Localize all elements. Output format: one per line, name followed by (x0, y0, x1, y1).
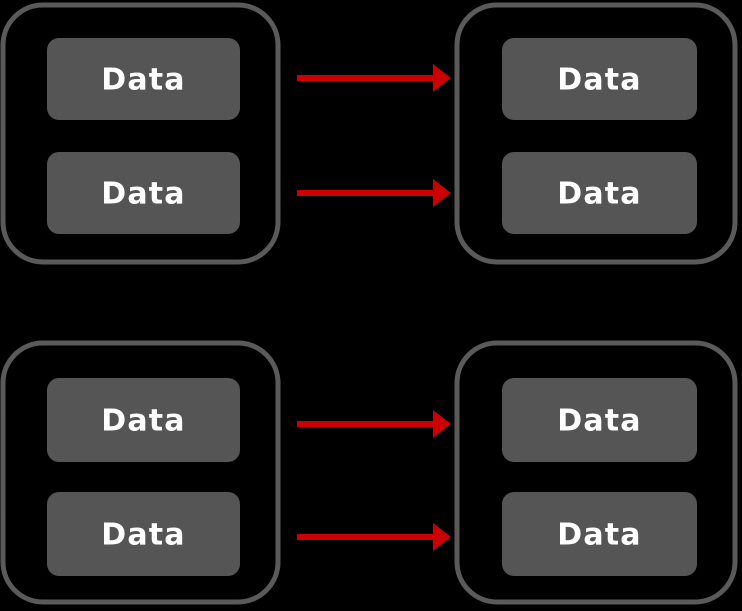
data-item-bl-2-label: Data (101, 518, 186, 553)
group-bottom-right-frame[interactable] (454, 340, 738, 605)
data-item-br-2-box[interactable] (502, 492, 697, 576)
arrow-2-head-icon (433, 179, 451, 207)
data-item-tr-1-box[interactable] (502, 38, 697, 120)
data-item-bl-2[interactable]: Data (47, 492, 240, 576)
group-bottom-left[interactable]: Data Data (0, 340, 281, 605)
data-item-tl-2-box[interactable] (47, 152, 240, 234)
data-item-bl-1-box[interactable] (47, 378, 240, 462)
group-top-right[interactable]: Data Data (454, 2, 738, 265)
data-item-tr-2[interactable]: Data (502, 152, 697, 234)
data-item-tl-2[interactable]: Data (47, 152, 240, 234)
arrow-4[interactable] (297, 523, 451, 551)
data-item-tl-1-label: Data (101, 63, 186, 98)
data-item-tr-2-box[interactable] (502, 152, 697, 234)
data-item-tr-2-label: Data (557, 177, 642, 212)
arrow-3[interactable] (297, 410, 451, 438)
data-item-br-1-box[interactable] (502, 378, 697, 462)
group-top-left[interactable]: Data Data (0, 2, 281, 265)
data-item-tl-1-box[interactable] (47, 38, 240, 120)
group-bottom-right[interactable]: Data Data (454, 340, 738, 605)
data-item-br-1-label: Data (557, 404, 642, 439)
data-item-bl-2-box[interactable] (47, 492, 240, 576)
data-item-tl-2-label: Data (101, 177, 186, 212)
data-item-bl-1[interactable]: Data (47, 378, 240, 462)
data-item-tr-1[interactable]: Data (502, 38, 697, 120)
data-item-bl-1-label: Data (101, 404, 186, 439)
data-item-br-1[interactable]: Data (502, 378, 697, 462)
arrow-1-head-icon (433, 64, 451, 92)
data-item-br-2-label: Data (557, 518, 642, 553)
group-top-left-frame[interactable] (0, 2, 281, 265)
arrow-4-head-icon (433, 523, 451, 551)
group-bottom-left-frame[interactable] (0, 340, 281, 605)
data-item-tr-1-label: Data (557, 63, 642, 98)
data-item-tl-1[interactable]: Data (47, 38, 240, 120)
data-item-br-2[interactable]: Data (502, 492, 697, 576)
arrow-1[interactable] (297, 64, 451, 92)
arrow-3-head-icon (433, 410, 451, 438)
group-top-right-frame[interactable] (454, 2, 738, 265)
arrow-2[interactable] (297, 179, 451, 207)
